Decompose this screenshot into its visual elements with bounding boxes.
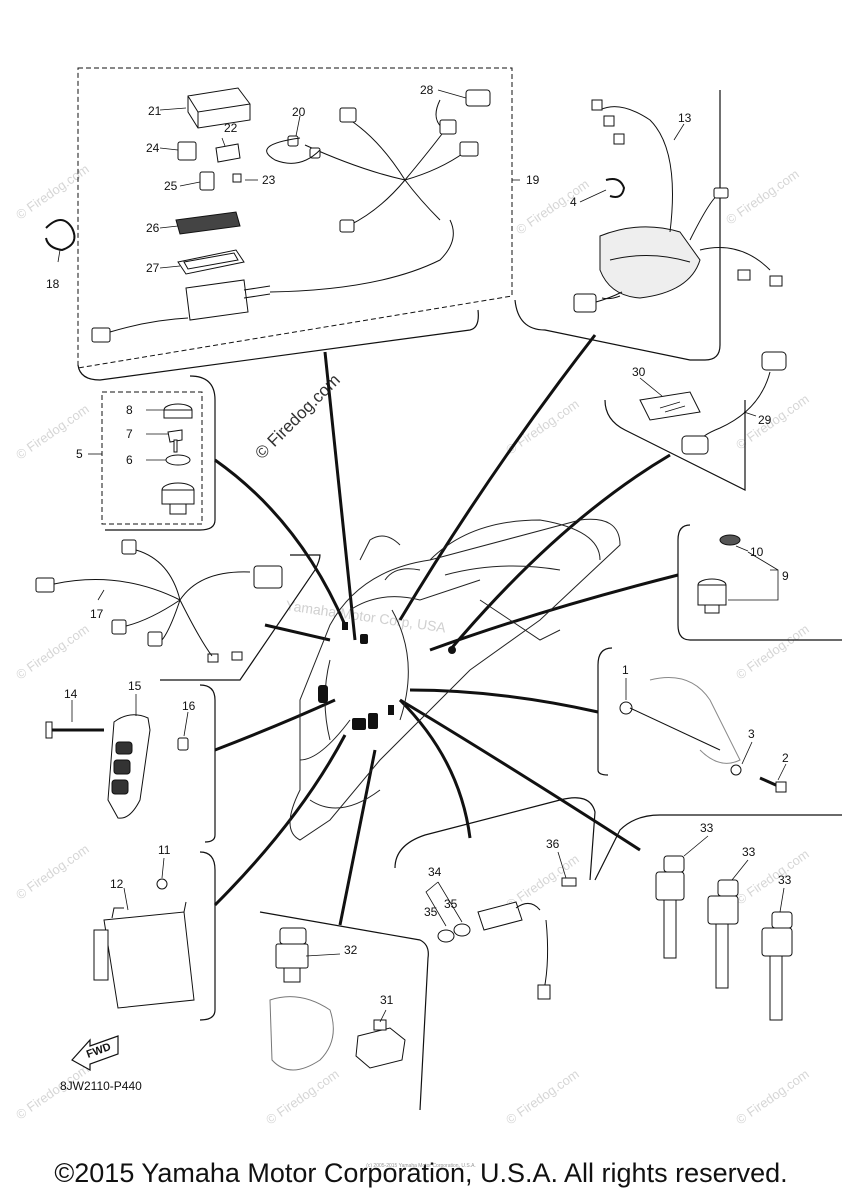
clip-4: [605, 178, 626, 198]
callout-6: 6: [126, 453, 133, 467]
snowmobile-body: [289, 518, 621, 841]
sensor-32: [275, 927, 309, 983]
forward-arrow-icon: FWD: [71, 1035, 119, 1072]
module-13: [573, 99, 783, 313]
callout-leaders: [57, 89, 787, 1023]
relay-22: [215, 143, 241, 163]
callout-8: 8: [126, 403, 133, 417]
callout-21: 21: [148, 104, 162, 118]
callout-33b: 33: [742, 845, 756, 859]
kit-19-dashed-box: [77, 67, 513, 369]
callout-11: 11: [158, 843, 171, 857]
callout-36: 36: [546, 837, 560, 851]
switch-9: [697, 534, 741, 614]
callout-33c: 33: [778, 873, 792, 887]
callout-16: 16: [182, 699, 196, 713]
callout-2: 2: [782, 751, 789, 765]
callout-29: 29: [758, 413, 772, 427]
callout-5: 5: [76, 447, 83, 461]
reference-code: 8JW2110-P440: [60, 1079, 142, 1093]
fine-print: (c) 2005-2015 Yamaha Motor Corporation, …: [366, 1163, 476, 1169]
harness-17: [35, 539, 283, 663]
relay-25: [199, 171, 215, 191]
callout-24: 24: [146, 141, 160, 155]
callout-23: 23: [262, 173, 276, 187]
section-brackets: [77, 90, 842, 1111]
callout-28: 28: [420, 83, 434, 97]
wire-harness-19: [304, 99, 466, 226]
callout-27: 27: [146, 261, 160, 275]
sensor-harness-29: [681, 351, 787, 455]
switch-assembly-15: [45, 714, 189, 819]
relay-24: [177, 141, 197, 161]
callout-7: 7: [126, 427, 133, 441]
watermark: © Firedog.com: [733, 1066, 812, 1127]
cover-27: [177, 249, 245, 275]
sensor-34-36: [437, 877, 577, 1000]
callout-4: 4: [570, 195, 577, 209]
watermark: © Firedog.com: [13, 621, 92, 682]
fuse-block-26: [175, 211, 241, 235]
relay-box-21: [187, 87, 251, 129]
watermark: © Firedog.com: [263, 1066, 342, 1127]
clamp-18: [45, 219, 76, 252]
callout-1: 1: [622, 663, 629, 677]
callout-10: 10: [750, 545, 764, 559]
callout-18: 18: [46, 277, 60, 291]
label-30: [639, 391, 701, 421]
kit-5-dashed-box: [101, 391, 203, 525]
callout-20: 20: [292, 105, 306, 119]
callout-34: 34: [428, 865, 442, 879]
callout-22: 22: [224, 121, 238, 135]
watermark-center: Yamaha Motor Corp, USA: [285, 597, 448, 635]
loop-wire-20: [266, 137, 321, 164]
callout-32: 32: [344, 943, 358, 957]
harness-connectors: [287, 89, 491, 233]
callout-35a: 35: [444, 897, 458, 911]
watermark: © Firedog.com: [503, 1066, 582, 1127]
callout-9: 9: [782, 569, 789, 583]
ignition-coils-33: [655, 855, 793, 1021]
callout-25: 25: [164, 179, 178, 193]
watermark: © Firedog.com: [723, 166, 802, 227]
callout-3: 3: [748, 727, 755, 741]
copyright-footer: ©2015 Yamaha Motor Corporation, U.S.A. A…: [54, 1158, 788, 1188]
ecu-12: [93, 878, 195, 1009]
callout-26: 26: [146, 221, 160, 235]
kit-5-parts: [161, 403, 195, 515]
callout-15: 15: [128, 679, 142, 693]
callout-31: 31: [380, 993, 394, 1007]
callout-numbers: 21 24 22 25 23 26 27 20 28 19 13 4 18 8 …: [46, 83, 792, 1007]
fuse-box-with-harness: [91, 219, 454, 343]
mount-1-2-3: [619, 677, 787, 793]
callout-12: 12: [110, 877, 124, 891]
callout-17: 17: [90, 607, 104, 621]
fuse-23: [232, 173, 242, 183]
watermark: © Firedog.com: [13, 841, 92, 902]
callout-13: 13: [678, 111, 692, 125]
watermark-main: © Firedog.com: [251, 370, 343, 462]
callout-19: 19: [526, 173, 540, 187]
callout-35b: 35: [424, 905, 438, 919]
watermark: © Firedog.com: [13, 161, 92, 222]
installed-components: [318, 622, 456, 730]
callout-33a: 33: [700, 821, 714, 835]
watermark: © Firedog.com: [513, 176, 592, 237]
callout-30: 30: [632, 365, 646, 379]
callout-14: 14: [64, 687, 78, 701]
sensor-31-assembly: [269, 996, 406, 1071]
watermark: © Firedog.com: [733, 621, 812, 682]
